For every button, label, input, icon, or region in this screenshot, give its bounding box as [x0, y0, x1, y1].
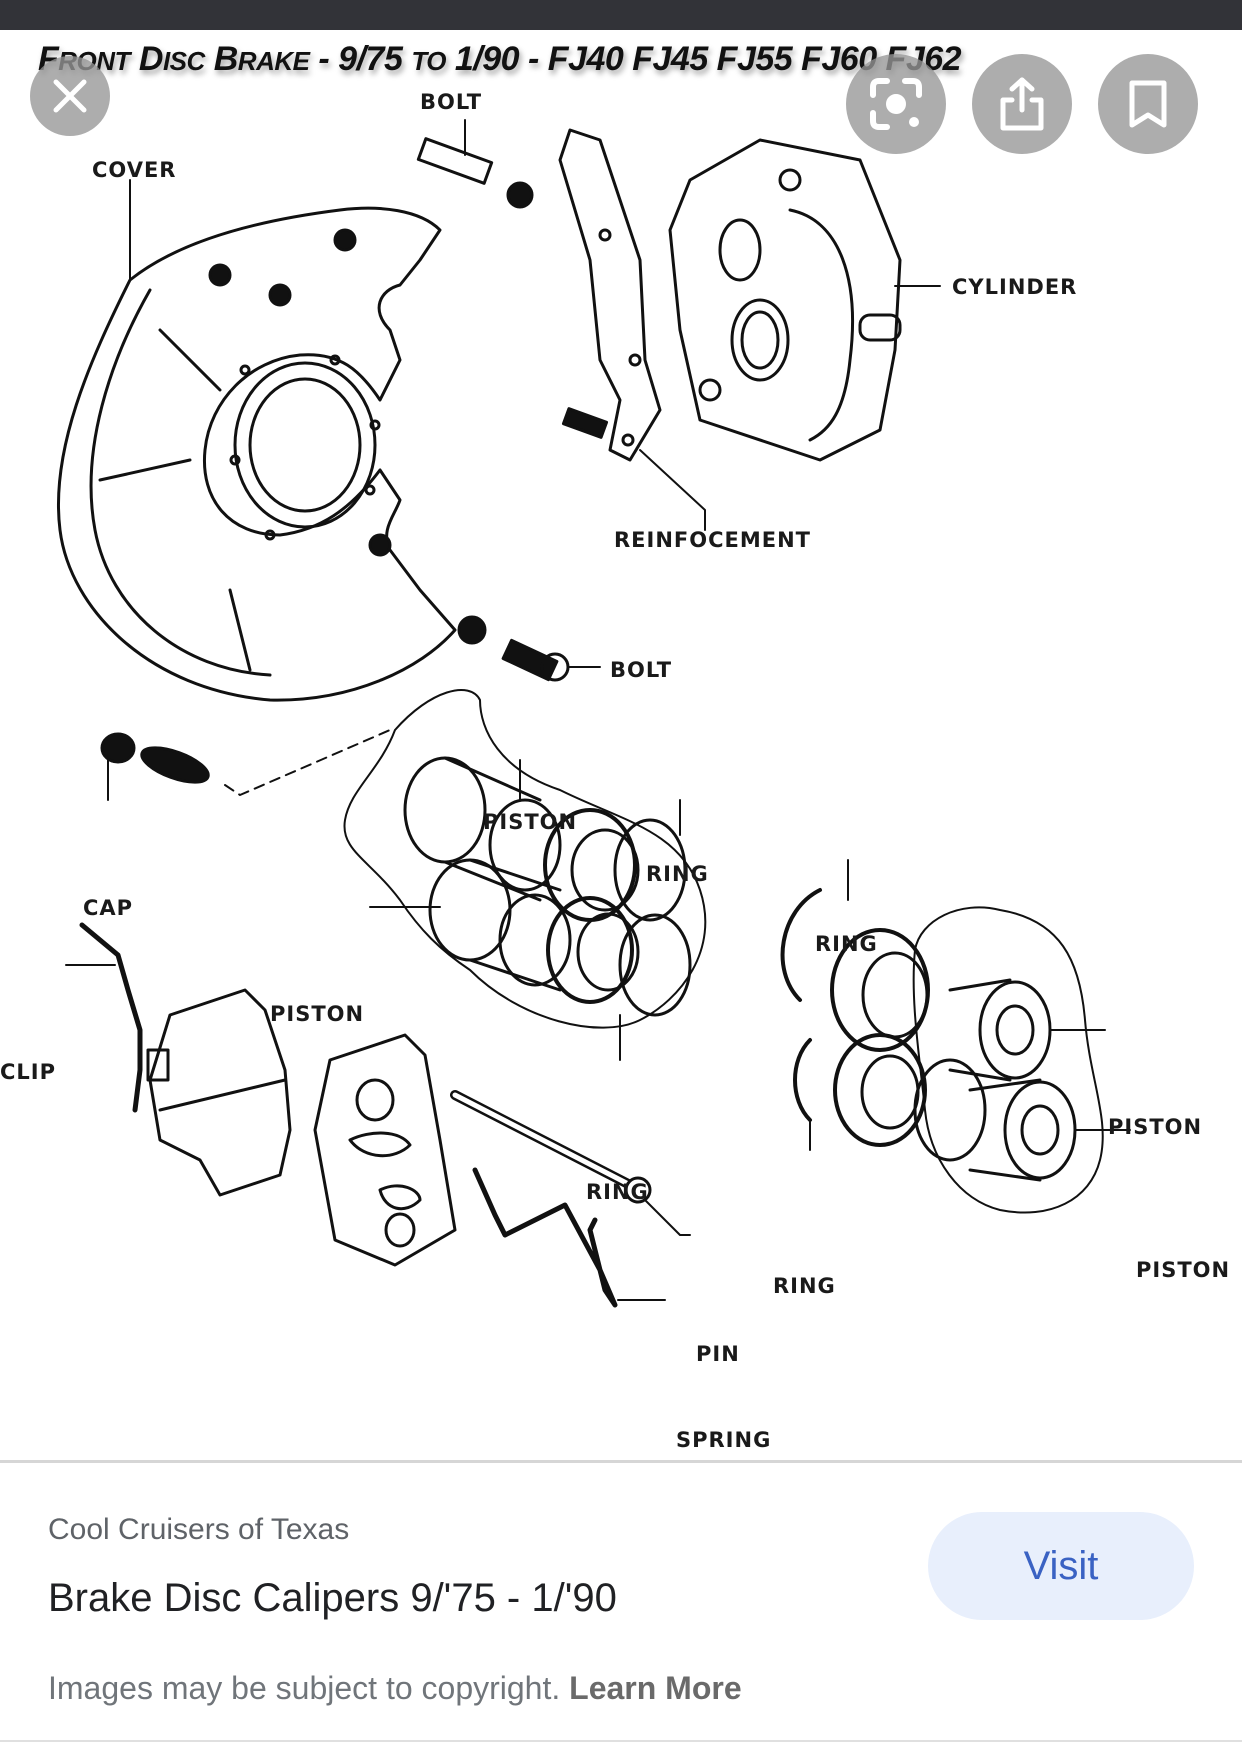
visit-button[interactable]: Visit — [928, 1512, 1194, 1620]
learn-more-link[interactable]: Learn More — [569, 1670, 742, 1706]
share-button[interactable] — [972, 54, 1072, 154]
label-spring: SPRING — [676, 1428, 772, 1452]
label-ring-middle: RING — [586, 1180, 649, 1204]
bookmark-icon — [1129, 80, 1167, 128]
caliper-half-right — [780, 859, 1131, 1214]
image-preview[interactable]: FRONT DISC BRAKE - 9/75 TO 1/90 - FJ40 F… — [0, 30, 1242, 1460]
save-button[interactable] — [1098, 54, 1198, 154]
brake-pad-left — [65, 922, 292, 1197]
label-pin: PIN — [696, 1342, 740, 1366]
close-button[interactable] — [30, 56, 110, 136]
reinforcement-part — [558, 128, 706, 531]
label-ring-right-bottom: RING — [773, 1274, 836, 1298]
copyright-text: Images may be subject to copyright. — [48, 1670, 561, 1706]
cylinder-part — [668, 138, 941, 462]
share-icon — [1000, 77, 1044, 131]
cover-part — [56, 206, 457, 702]
label-clip: CLIP — [0, 1060, 56, 1084]
close-icon — [53, 79, 87, 113]
label-cover: COVER — [92, 158, 177, 182]
brake-diagram-drawing — [56, 119, 1131, 1308]
label-bolt-top: BOLT — [420, 90, 483, 114]
divider-top — [0, 1460, 1242, 1463]
caliper-half-left — [343, 689, 707, 1061]
label-bolt-bottom: BOLT — [610, 658, 673, 682]
spring-part — [472, 1167, 666, 1308]
diagram-title: FRONT DISC BRAKE - 9/75 TO 1/90 - FJ40 F… — [38, 40, 962, 78]
copyright-notice: Images may be subject to copyright. Lear… — [48, 1670, 742, 1707]
label-piston-top: PISTON — [483, 810, 578, 834]
label-reinforcement: REINFOCEMENT — [614, 528, 812, 552]
label-piston-right-top: PISTON — [1108, 1115, 1203, 1139]
result-source: Cool Cruisers of Texas — [48, 1513, 350, 1546]
bolt-top-part — [416, 119, 534, 209]
label-cap: CAP — [83, 896, 134, 920]
lens-icon — [870, 78, 922, 130]
status-bar — [0, 0, 1242, 30]
label-cylinder: CYLINDER — [952, 275, 1078, 299]
lens-search-button[interactable] — [846, 54, 946, 154]
cap-part — [100, 729, 391, 801]
brake-pad-right — [313, 1033, 457, 1267]
label-piston-right-bottom: PISTON — [1136, 1258, 1231, 1282]
label-ring-right-top: RING — [815, 932, 878, 956]
bolt-bottom-part — [457, 615, 601, 682]
label-piston-left: PISTON — [270, 1002, 365, 1026]
divider-bottom — [0, 1740, 1242, 1742]
result-title[interactable]: Brake Disc Calipers 9/'75 - 1/'90 — [48, 1576, 617, 1620]
pin-part — [450, 1090, 691, 1236]
label-ring-top: RING — [646, 862, 709, 886]
